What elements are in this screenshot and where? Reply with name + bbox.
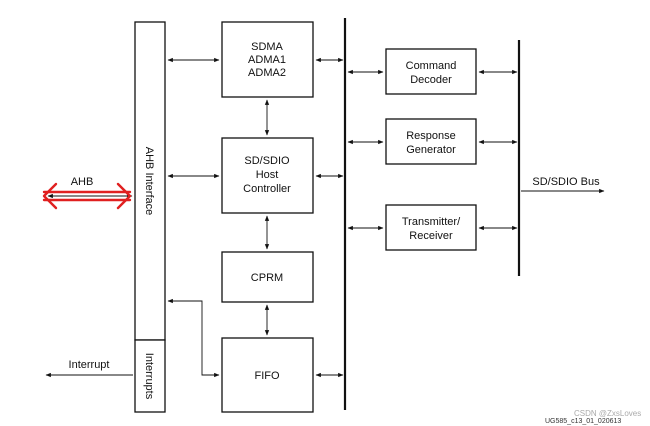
response-generator-block: Response Generator xyxy=(385,118,477,165)
arrow-ahb-fifo xyxy=(167,298,220,378)
ahb-interface-label: AHB Interface xyxy=(143,147,155,215)
command-decoder-block: Command Decoder xyxy=(385,48,477,95)
transmitter-receiver-block: Transmitter/ Receiver xyxy=(385,204,477,251)
response-generator-line-2: Generator xyxy=(406,144,456,156)
command-decoder-line-1: Command xyxy=(406,60,457,72)
fifo-block: FIFO xyxy=(221,337,314,413)
host-controller-line-3: Controller xyxy=(243,183,291,195)
dma-line-3: ADMA2 xyxy=(248,67,286,79)
ahb-signal-label: AHB xyxy=(71,176,94,188)
interrupts-block: Interrupts xyxy=(134,339,166,413)
dma-line-2: ADMA1 xyxy=(248,54,286,66)
host-controller-block: SD/SDIO Host Controller xyxy=(221,137,314,214)
response-generator-line-1: Response xyxy=(406,130,456,142)
interrupt-signal-label: Interrupt xyxy=(69,359,110,371)
sd-bus-label: SD/SDIO Bus xyxy=(532,176,600,188)
watermark: CSDN @ZxsLoves xyxy=(574,409,641,418)
command-decoder-line-2: Decoder xyxy=(410,74,452,86)
dma-block: SDMA ADMA1 ADMA2 xyxy=(221,21,314,98)
dma-line-1: SDMA xyxy=(251,41,283,53)
cprm-label: CPRM xyxy=(251,272,283,284)
interrupts-label: Interrupts xyxy=(143,353,155,400)
cprm-block: CPRM xyxy=(221,251,314,303)
host-controller-line-2: Host xyxy=(256,169,279,181)
transmitter-receiver-line-2: Receiver xyxy=(409,230,453,242)
host-controller-line-1: SD/SDIO xyxy=(244,155,290,167)
ahb-interface-block: AHB Interface xyxy=(134,21,166,341)
transmitter-receiver-line-1: Transmitter/ xyxy=(402,216,461,228)
ahb-highlight-arrow xyxy=(42,182,132,210)
figure-id: UG585_c13_01_020613 xyxy=(545,418,621,425)
fifo-label: FIFO xyxy=(254,370,279,382)
